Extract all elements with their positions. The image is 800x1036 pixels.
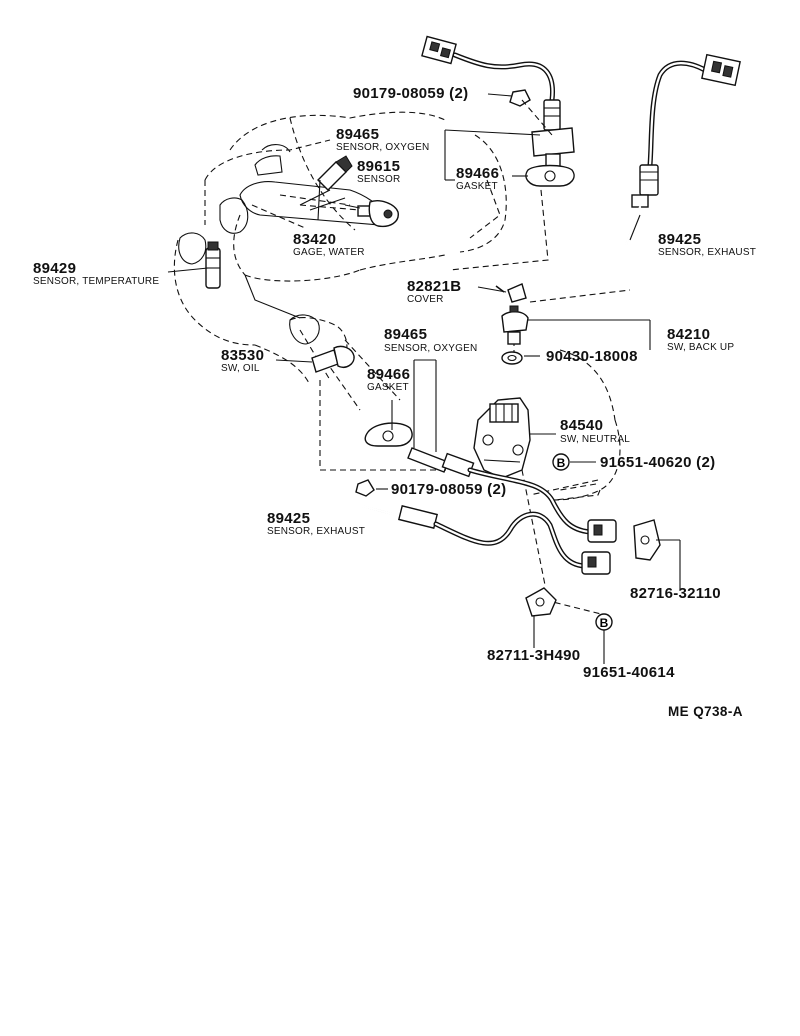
nut-90179-mid (355, 479, 375, 497)
gasket-89466-mid (364, 422, 413, 447)
callout-89466-mid-partno: 89466 (367, 366, 411, 383)
callout-89465-top-name: SENSOR, OXYGEN (336, 142, 430, 153)
bolt-marker-b-1-label: B (557, 456, 566, 470)
callout-83420-name: GAGE, WATER (293, 247, 365, 258)
gasket-89466-top (525, 164, 575, 187)
callout-84210-partno: 84210 (667, 326, 711, 343)
callout-89466-top-partno: 89466 (456, 165, 500, 182)
callout-83530-partno: 83530 (221, 347, 265, 364)
callout-83530-name: SW, OIL (221, 363, 260, 374)
bracket-82716 (633, 519, 661, 561)
sensor-89615 (317, 155, 353, 191)
water-gage-83420 (357, 200, 399, 228)
clamp-82711 (525, 587, 557, 617)
callout-84210-name: SW, BACK UP (667, 342, 735, 353)
callout-89425-left-partno: 89425 (267, 510, 311, 527)
callout-89429-name: SENSOR, TEMPERATURE (33, 276, 160, 287)
callout-91651-40614-partno: 91651-40614 (583, 664, 675, 681)
callout-89466-top-name: GASKET (456, 181, 498, 192)
cover-82821b (495, 283, 527, 303)
callout-89465-top-partno: 89465 (336, 126, 380, 143)
leader-lines (167, 93, 681, 664)
callout-82821b-partno: 82821B (407, 278, 462, 295)
callout-84540-partno: 84540 (560, 417, 604, 434)
callout-89425-right-partno: 89425 (658, 231, 702, 248)
oil-switch-83530 (311, 345, 355, 373)
callout-89465-mid-name: SENSOR, OXYGEN (384, 343, 478, 354)
callout-84540-name: SW, NEUTRAL (560, 434, 630, 445)
callout-89429-partno: 89429 (33, 260, 77, 277)
callout-90430-partno: 90430-18008 (546, 348, 638, 365)
callout-90179-mid-partno: 90179-08059 (2) (391, 481, 507, 498)
oxygen-sensor-top (421, 35, 575, 169)
callout-89466-mid-name: GASKET (367, 382, 409, 393)
bolt-markers: B B (552, 453, 613, 631)
bolt-marker-b-1 (552, 453, 570, 471)
bolt-marker-b-2-label: B (600, 616, 609, 630)
callout-83420-partno: 83420 (293, 231, 337, 248)
nut-90179-top (509, 89, 553, 136)
callout-82821b-name: COVER (407, 294, 444, 305)
callout-89615-name: SENSOR (357, 174, 401, 185)
callout-91651-40620-partno: 91651-40620 (2) (600, 454, 716, 471)
bolt-marker-b-2 (595, 613, 613, 631)
exhaust-sensor-right (624, 53, 741, 247)
callout-89425-right-name: SENSOR, EXHAUST (658, 247, 757, 258)
backup-switch-84210 (501, 305, 529, 345)
callout-82716-partno: 82716-32110 (630, 585, 721, 602)
diagram-reference-code: ME Q738-A (668, 704, 743, 719)
callout-89465-mid-partno: 89465 (384, 326, 428, 343)
callout-82711-partno: 82711-3H490 (487, 647, 581, 664)
callout-89425-left-name: SENSOR, EXHAUST (267, 526, 366, 537)
neutral-switch-84540 (473, 397, 531, 479)
temp-sensor-89429 (205, 241, 221, 289)
exhaust-sensor-left (360, 504, 611, 575)
callout-90179-top-partno: 90179-08059 (2) (353, 85, 469, 102)
oxygen-sensor-mid (407, 447, 617, 543)
gasket-90430 (501, 351, 523, 365)
engine-block (178, 144, 386, 345)
callout-89615-partno: 89615 (357, 158, 401, 175)
